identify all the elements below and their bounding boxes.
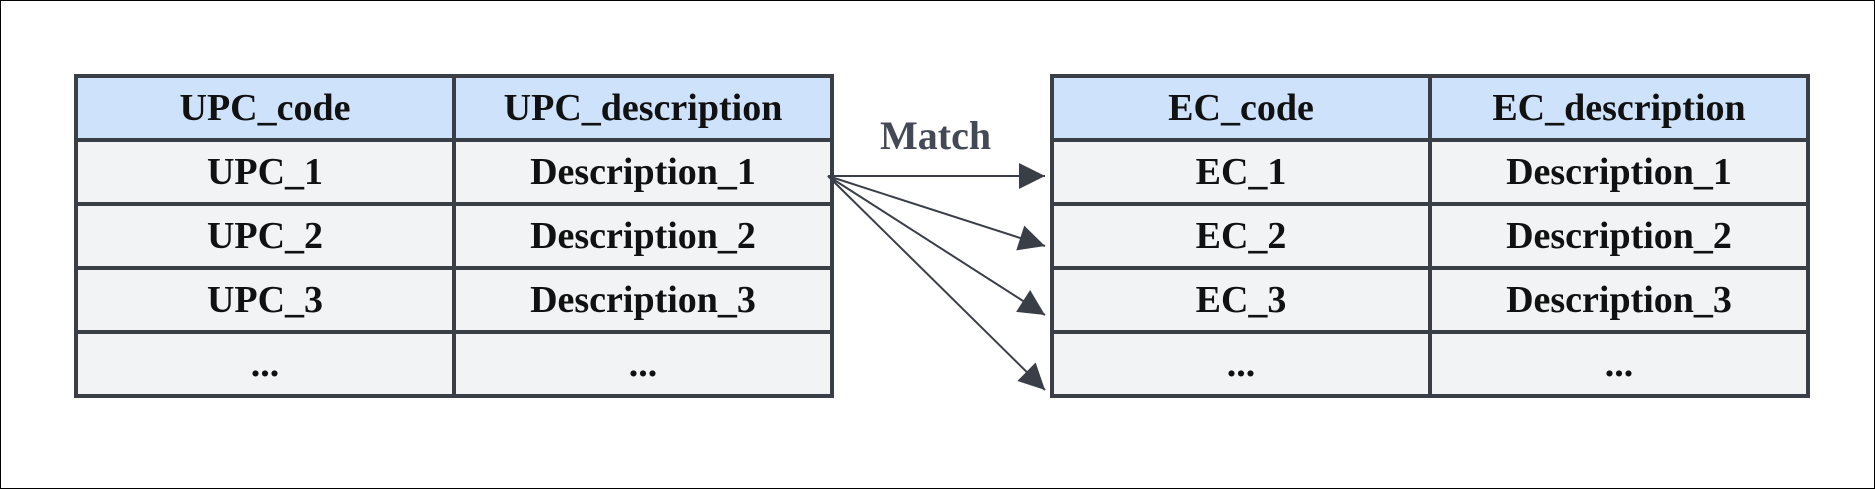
upc-table-header-row: UPC_code UPC_description xyxy=(74,74,834,142)
ec-code-header: EC_code xyxy=(1050,74,1432,142)
table-row: EC_1 Description_1 xyxy=(1050,138,1810,206)
match-arrow xyxy=(827,175,1046,316)
table-row: ... ... xyxy=(74,330,834,398)
ec-table: EC_code EC_description EC_1 Description_… xyxy=(1050,74,1810,398)
ec-description-cell: Description_2 xyxy=(1428,202,1810,270)
ec-table-header-row: EC_code EC_description xyxy=(1050,74,1810,142)
match-label: Match xyxy=(880,113,992,158)
table-row: UPC_3 Description_3 xyxy=(74,266,834,334)
match-arrow xyxy=(827,175,1046,251)
table-row: EC_3 Description_3 xyxy=(1050,266,1810,334)
table-row: EC_2 Description_2 xyxy=(1050,202,1810,270)
upc-description-cell: Description_2 xyxy=(452,202,834,270)
match-arrow xyxy=(827,175,1046,391)
ec-description-header: EC_description xyxy=(1428,74,1810,142)
ec-code-cell: EC_2 xyxy=(1050,202,1432,270)
upc-description-cell: ... xyxy=(452,330,834,398)
upc-description-cell: Description_1 xyxy=(452,138,834,206)
upc-code-cell: UPC_1 xyxy=(74,138,456,206)
table-row: UPC_2 Description_2 xyxy=(74,202,834,270)
ec-code-cell: EC_3 xyxy=(1050,266,1432,334)
ec-description-cell: ... xyxy=(1428,330,1810,398)
ec-code-cell: EC_1 xyxy=(1050,138,1432,206)
upc-description-cell: Description_3 xyxy=(452,266,834,334)
ec-code-cell: ... xyxy=(1050,330,1432,398)
upc-code-header: UPC_code xyxy=(74,74,456,142)
ec-description-cell: Description_3 xyxy=(1428,266,1810,334)
upc-description-header: UPC_description xyxy=(452,74,834,142)
upc-code-cell: UPC_3 xyxy=(74,266,456,334)
table-row: UPC_1 Description_1 xyxy=(74,138,834,206)
ec-description-cell: Description_1 xyxy=(1428,138,1810,206)
upc-table: UPC_code UPC_description UPC_1 Descripti… xyxy=(74,74,834,398)
upc-code-cell: ... xyxy=(74,330,456,398)
table-row: ... ... xyxy=(1050,330,1810,398)
upc-code-cell: UPC_2 xyxy=(74,202,456,270)
